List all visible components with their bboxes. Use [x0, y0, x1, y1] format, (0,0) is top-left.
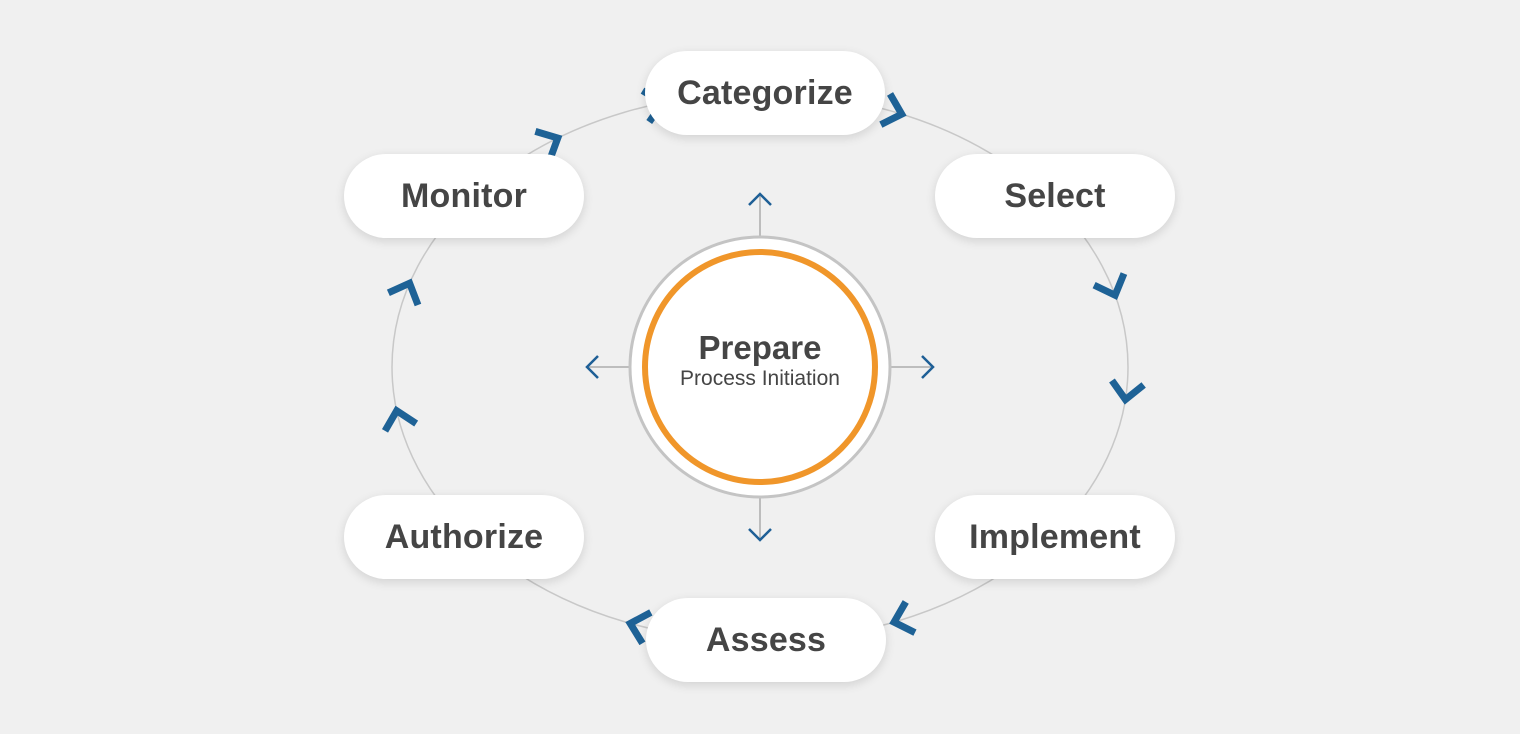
- chevron-arrow-icon: [879, 92, 907, 128]
- step-categorize: Categorize: [645, 51, 885, 135]
- step-select: Select: [935, 154, 1175, 238]
- chevron-arrow-icon: [1092, 272, 1128, 300]
- step-label: Monitor: [400, 176, 528, 215]
- chevron-arrow-icon: [386, 278, 422, 307]
- step-label: Assess: [705, 620, 827, 659]
- step-implement: Implement: [935, 495, 1175, 579]
- step-assess: Assess: [646, 598, 886, 682]
- chevron-right-icon: [921, 355, 935, 379]
- chevron-arrow-icon: [889, 600, 917, 636]
- chevron-down-icon: [748, 528, 772, 542]
- center-title: Prepare: [698, 329, 822, 366]
- chevron-arrow-icon: [625, 609, 653, 646]
- step-label: Authorize: [384, 517, 544, 556]
- center-subtitle: Process Initiation: [680, 367, 840, 390]
- chevron-left-icon: [585, 355, 599, 379]
- step-authorize: Authorize: [344, 495, 584, 579]
- chevron-up-icon: [748, 192, 772, 206]
- step-label: Implement: [969, 517, 1141, 556]
- step-monitor: Monitor: [344, 154, 584, 238]
- chevron-arrow-icon: [1109, 378, 1146, 405]
- center-orange-ring: [642, 249, 878, 485]
- chevron-arrow-icon: [534, 127, 563, 162]
- step-label: Select: [1004, 176, 1106, 215]
- chevron-arrow-icon: [381, 405, 419, 433]
- step-label: Categorize: [677, 73, 853, 112]
- center-node: Prepare Process Initiation: [645, 330, 875, 392]
